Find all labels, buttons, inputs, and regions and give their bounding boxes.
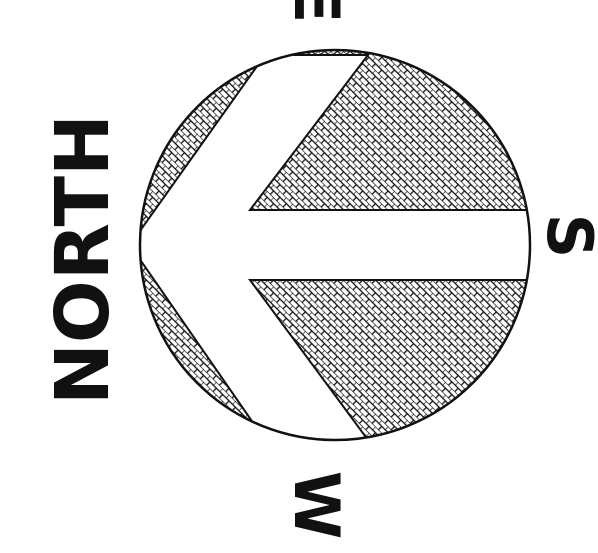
compass-disc bbox=[130, 40, 550, 460]
north-label: NORTH bbox=[40, 114, 126, 405]
east-label: E bbox=[280, 0, 353, 23]
west-label: W bbox=[280, 471, 353, 539]
south-label: S bbox=[533, 214, 598, 259]
